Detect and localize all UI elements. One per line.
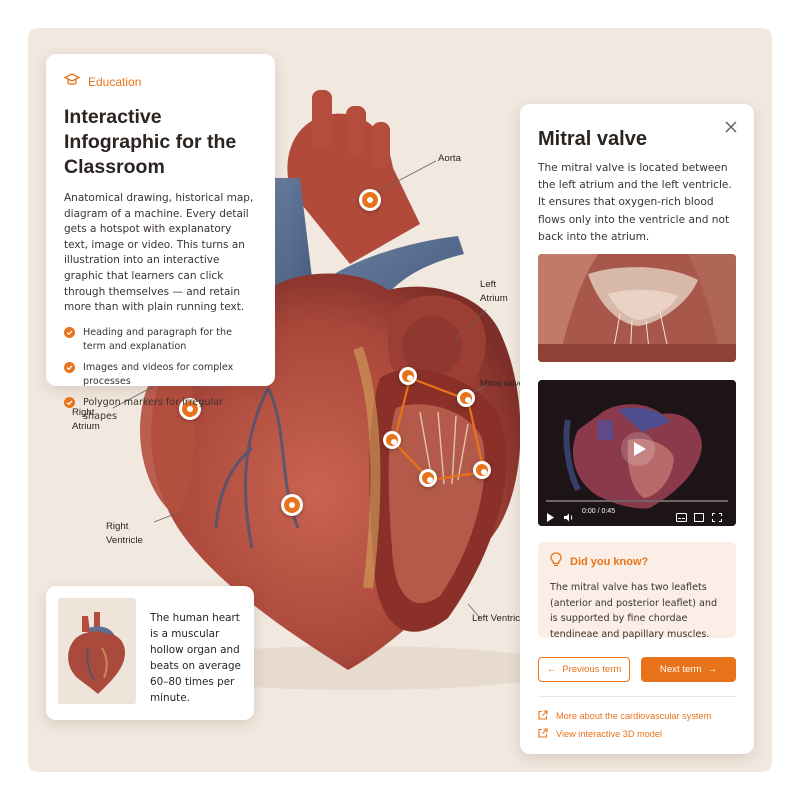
category-row: Education <box>63 72 257 91</box>
panel-title: Mitral valve <box>538 128 647 150</box>
tip-header: Did you know? <box>550 552 724 571</box>
external-link-icon <box>538 710 548 722</box>
list-item: Heading and paragraph for the term and e… <box>64 326 257 354</box>
next-term-button[interactable]: Next term → <box>641 657 736 682</box>
video-progress-bar[interactable] <box>546 500 728 502</box>
check-circle-icon <box>64 326 75 343</box>
previous-term-button[interactable]: ← Previous term <box>538 657 630 682</box>
label-left-ventricle: Left Ventricle <box>472 613 528 624</box>
previous-term-label: Previous term <box>562 664 622 675</box>
label-aorta: Aorta <box>438 153 461 164</box>
video-controls: 0:00 / 0:45 <box>538 498 736 526</box>
check-circle-icon <box>64 361 75 378</box>
detail-panel: Mitral valve The mitral valve is located… <box>520 104 754 754</box>
did-you-know-box: Did you know? The mitral valve has two l… <box>538 542 736 640</box>
close-icon <box>722 121 740 140</box>
link-3d-model[interactable]: View interactive 3D model <box>538 728 662 740</box>
fact-text: The human heart is a muscular hollow org… <box>150 612 241 704</box>
polygon-vertex[interactable] <box>383 431 401 449</box>
lightbulb-icon <box>550 552 562 571</box>
list-item: Polygon markers for irregular shapes <box>64 396 257 424</box>
polygon-vertex[interactable] <box>473 461 491 479</box>
arrow-left-icon: ← <box>546 664 557 675</box>
feature-text: Images and videos for complex processes <box>83 361 234 387</box>
list-item: Images and videos for complex processes <box>64 361 257 389</box>
fact-card: The human heart is a muscular hollow org… <box>46 586 254 720</box>
polygon-vertex[interactable] <box>419 469 437 487</box>
check-circle-icon <box>64 396 75 413</box>
polygon-vertex[interactable] <box>457 389 475 407</box>
intro-body: Anatomical drawing, historical map, diag… <box>64 192 254 314</box>
panel-body: The mitral valve is located between the … <box>538 162 732 243</box>
arrow-right-icon: → <box>707 664 718 675</box>
feature-text: Polygon markers for irregular shapes <box>83 396 223 422</box>
intro-title: Interactive Infographic for the Classroo… <box>64 106 237 178</box>
heart-thumbnail <box>58 598 136 704</box>
heart-illustration <box>112 90 568 690</box>
label-right-atrium: Right Atrium <box>72 407 100 432</box>
label-left-atrium: Left Atrium <box>480 279 508 304</box>
mitral-valve-image <box>538 254 736 362</box>
pip-icon[interactable] <box>694 507 704 526</box>
feature-list: Heading and paragraph for the term and e… <box>64 326 257 424</box>
graduation-cap-icon <box>63 72 81 91</box>
subtitles-icon[interactable] <box>676 507 687 526</box>
link-cardiovascular-system[interactable]: More about the cardiovascular system <box>538 710 711 722</box>
link-label: More about the cardiovascular system <box>556 711 712 721</box>
fullscreen-icon[interactable] <box>712 507 722 526</box>
tip-body: The mitral valve has two leaflets (anter… <box>550 582 718 640</box>
polygon-vertex[interactable] <box>399 367 417 385</box>
feature-text: Heading and paragraph for the term and e… <box>83 326 232 352</box>
play-overlay-button[interactable] <box>621 432 655 466</box>
tip-title: Did you know? <box>570 555 649 568</box>
hotspot-aorta[interactable] <box>359 189 381 211</box>
hotspot-right-atrium[interactable] <box>179 398 201 420</box>
volume-icon[interactable] <box>564 507 574 526</box>
category-label: Education <box>88 74 142 89</box>
label-mitral-valve: Mitral valve <box>480 378 524 388</box>
close-button[interactable] <box>722 118 740 136</box>
play-icon[interactable] <box>546 507 554 526</box>
intro-card: Education Interactive Infographic for th… <box>46 54 275 422</box>
divider <box>538 696 736 697</box>
link-label: View interactive 3D model <box>556 729 663 739</box>
video-time: 0:00 / 0:45 <box>582 508 616 515</box>
hotspot-right-ventricle[interactable] <box>281 494 303 516</box>
next-term-label: Next term <box>659 664 702 675</box>
external-link-icon <box>538 728 548 740</box>
video-player[interactable]: 0:00 / 0:45 <box>538 380 736 526</box>
label-right-ventricle: Right Ventricle <box>106 521 143 546</box>
